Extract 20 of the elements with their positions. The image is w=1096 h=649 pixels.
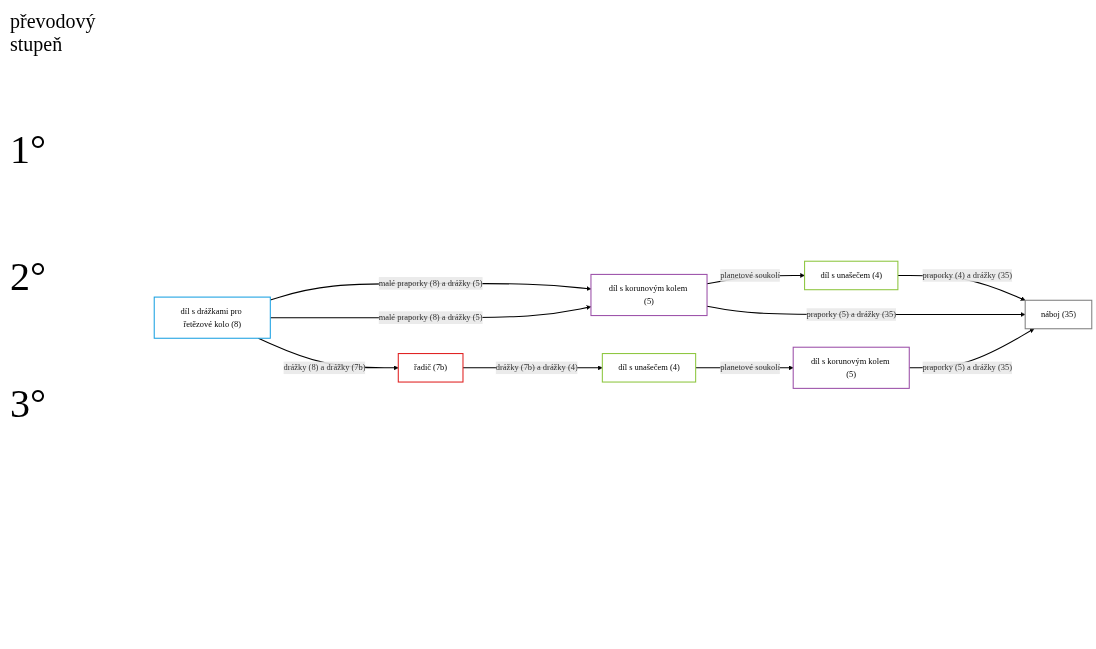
node-box: díl s drážkami pro řetězové kolo (8) — [153, 296, 271, 339]
gear-label: 1° — [10, 126, 47, 173]
edge-label: malé praporky (8) a drážky (5) — [378, 312, 483, 322]
edge-label: praporky (5) a drážky (35) — [922, 362, 1012, 372]
axis-label: převodový stupeň — [10, 10, 97, 56]
edge-label: drážky (7b) a drážky (4) — [495, 362, 578, 372]
gear-label: 3° — [10, 380, 47, 427]
node-box: řadič (7b) — [397, 352, 464, 383]
edge-label: praporky (5) a drážky (35) — [806, 309, 896, 319]
node-box: díl s unašečem (4) — [804, 260, 899, 290]
node-box: náboj (35) — [1024, 299, 1093, 329]
node-box: díl s korunovým kolem (5) — [792, 346, 910, 389]
edge-label: malé praporky (8) a drážky (5) — [378, 278, 483, 288]
edge-label: planetové soukolí — [720, 270, 781, 280]
node-box: díl s korunovým kolem (5) — [590, 273, 708, 316]
edge-label: drážky (8) a drážky (7b) — [283, 362, 366, 372]
node-box: díl s unašečem (4) — [601, 352, 697, 383]
edge-label: praporky (4) a drážky (35) — [922, 270, 1012, 280]
edge-label: planetové soukolí — [720, 362, 781, 372]
gear-label: 2° — [10, 253, 47, 300]
